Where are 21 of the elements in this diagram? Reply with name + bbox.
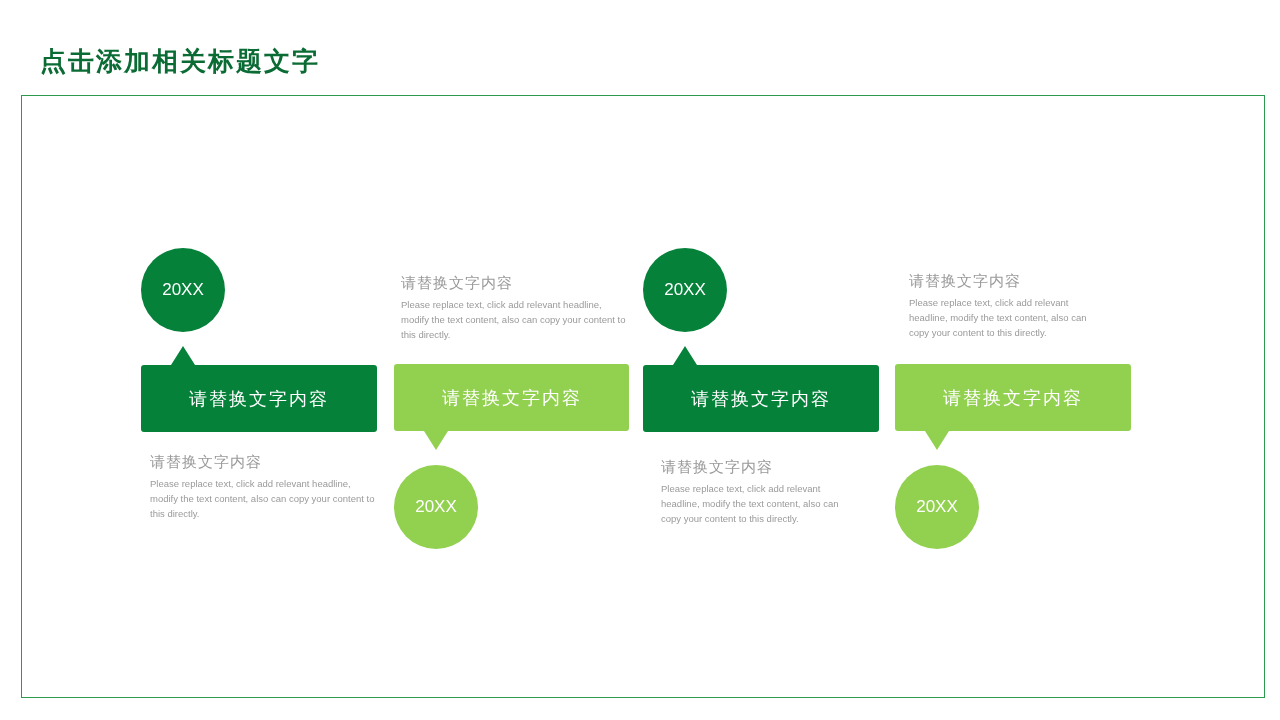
callout-box: [394, 364, 629, 450]
heading-text: 请替换文字内容: [909, 272, 1022, 291]
box-label: 请替换文字内容: [690, 388, 832, 411]
box-label: 请替换文字内容: [188, 388, 330, 411]
slide-title: 点击添加相关标题文字: [40, 46, 320, 78]
box-label: 请替换文字内容: [440, 387, 583, 410]
callout-box: [141, 346, 377, 432]
body-text: Please replace text, click add relevant headline, modify the text content, also can copy your content to this directly.: [909, 296, 1088, 340]
heading-text: 请替换文字内容: [401, 274, 514, 293]
heading-text: 请替换文字内容: [661, 458, 774, 477]
body-text: Please replace text, click add relevant headline, modify the text content, also can copy your content to this directly.: [661, 482, 840, 526]
heading-text: 请替换文字内容: [150, 453, 263, 472]
callout-box: [643, 346, 879, 432]
year-label: 20XX: [162, 280, 204, 300]
year-label: 20XX: [916, 497, 958, 517]
year-label: 20XX: [664, 280, 706, 300]
callout-box: [895, 364, 1131, 450]
body-text: Please replace text, click add relevant headline, modify the text content, also can copy your content to this directly.: [401, 298, 626, 342]
box-label: 请替换文字内容: [942, 387, 1084, 410]
body-text: Please replace text, click add relevant headline, modify the text content, also can copy your content to this directly.: [150, 477, 375, 521]
year-label: 20XX: [415, 497, 457, 517]
